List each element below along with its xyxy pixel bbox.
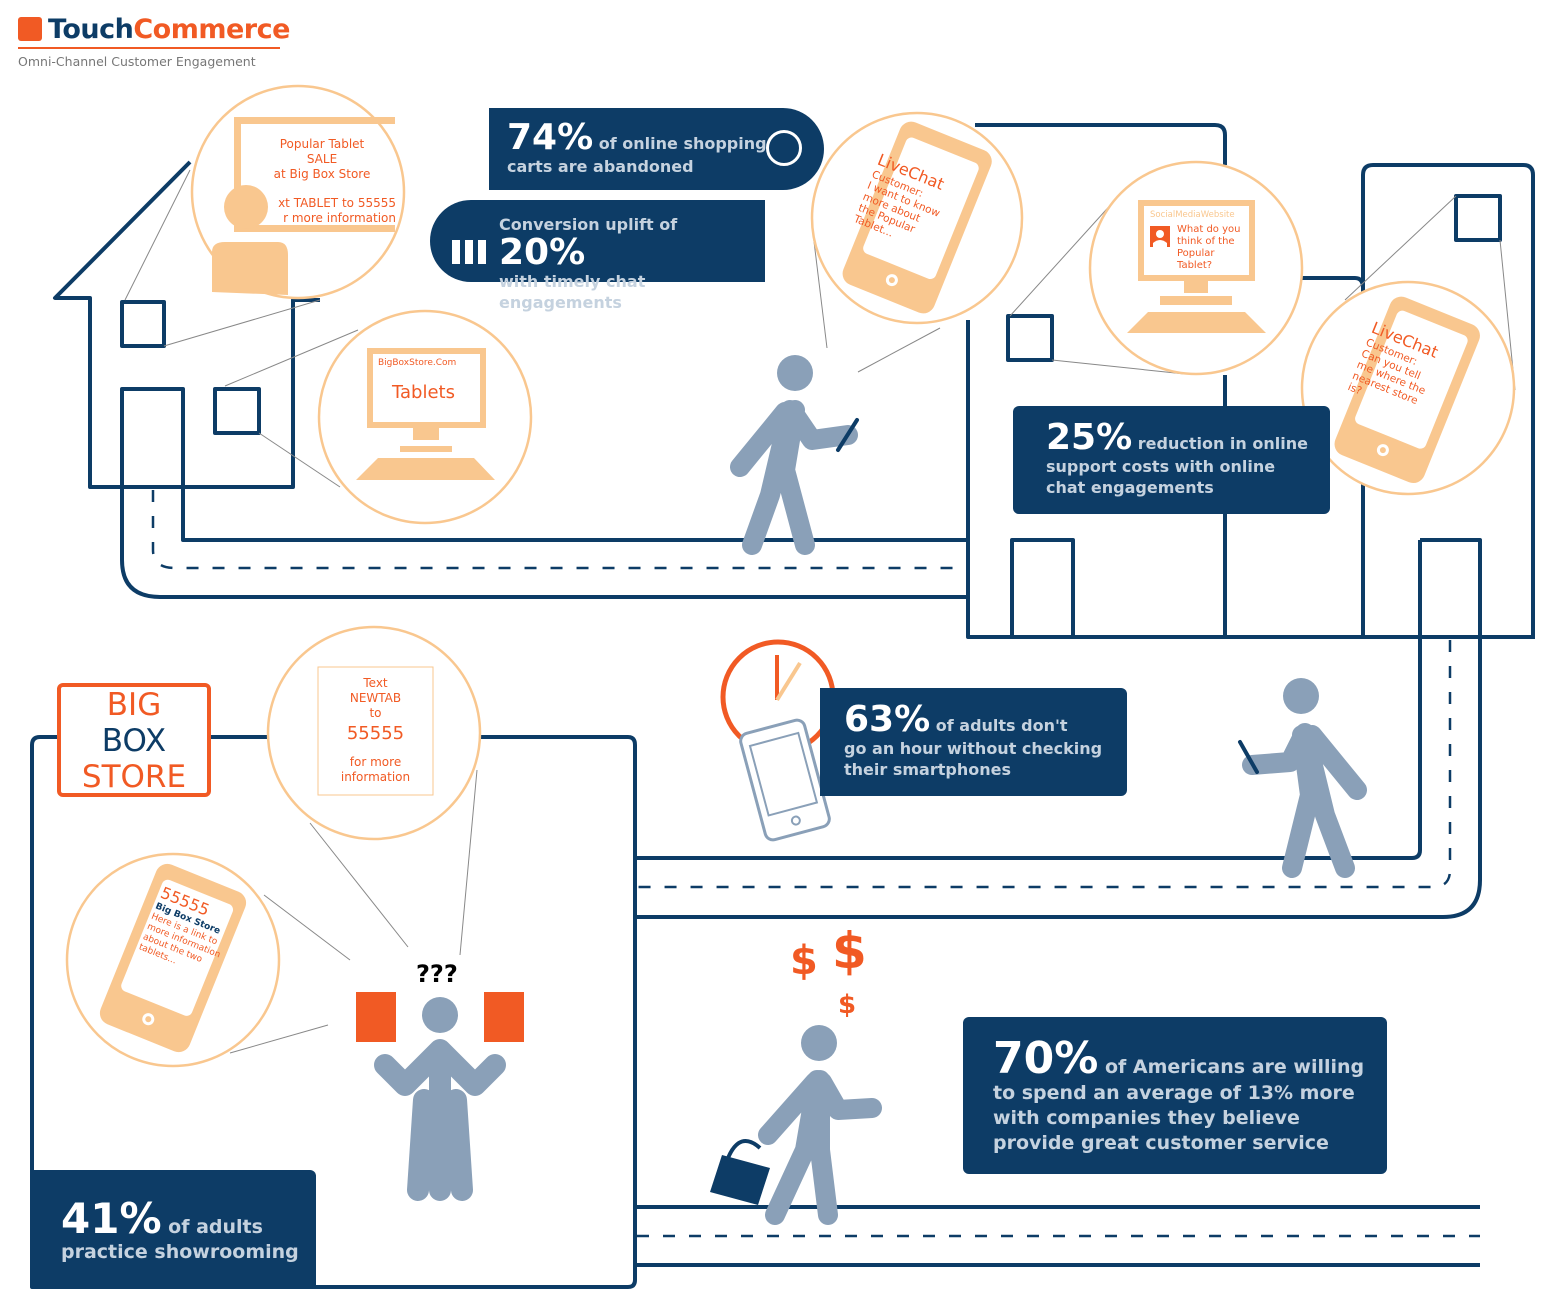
- person-shopping: [758, 1025, 882, 1225]
- right-door-road: [637, 538, 1482, 919]
- monitor-icon: [1127, 200, 1266, 333]
- right-building: [1361, 163, 1535, 637]
- middle-building: [966, 123, 1535, 639]
- cart-icon: [766, 130, 802, 166]
- phone-icon: [1334, 296, 1480, 484]
- person-walking-phone: [730, 355, 859, 555]
- monitor-icon: [356, 348, 495, 480]
- confused-marks: ???: [416, 960, 458, 988]
- social-site: SocialMediaWebsite: [1150, 210, 1235, 220]
- middle-door: [1010, 538, 1075, 637]
- tablet-left: [356, 992, 396, 1042]
- bar-chart-icon: [452, 240, 486, 264]
- sms-sign-frame: [317, 666, 434, 796]
- road-outer-top: [120, 487, 968, 599]
- house-outline: [53, 160, 320, 489]
- desktop-title: Tablets: [392, 382, 455, 403]
- phone-icon: [842, 121, 992, 314]
- stat-conversion: Conversion uplift of 20%with timely chat…: [430, 200, 765, 312]
- desktop-site: BigBoxStore.Com: [378, 358, 457, 368]
- dollar-icon: $: [832, 922, 867, 980]
- logo-mark-icon: [18, 17, 42, 41]
- road-dash-top: [151, 490, 968, 570]
- desktop-circle: [317, 309, 533, 525]
- logo: TouchCommerce Omni-Channel Customer Enga…: [18, 14, 290, 69]
- house-door-road: [120, 387, 968, 542]
- phone-icon: [99, 863, 247, 1053]
- right-window: [1454, 194, 1502, 242]
- dollar-icon: $: [790, 938, 818, 984]
- shopping-bag-icon: [710, 1138, 770, 1205]
- middle-window: [1006, 314, 1054, 362]
- logo-touch: Touch: [48, 14, 134, 45]
- sms-sign-circle: [266, 625, 482, 841]
- logo-commerce: Commerce: [133, 14, 290, 45]
- store-building: [30, 735, 637, 1289]
- viewer-head: [224, 185, 268, 229]
- tablet-right: [484, 992, 524, 1042]
- smartphone-icon: [739, 718, 831, 842]
- dollar-icon: $: [838, 990, 857, 1020]
- social-message: What do you think of the Popular Tablet?: [1177, 224, 1241, 271]
- road-dash-right: [637, 640, 1452, 889]
- person-confused: [374, 997, 506, 1201]
- avatar-icon: [1150, 226, 1170, 247]
- house-window: [213, 387, 261, 435]
- tagline: Omni-Channel Customer Engagement: [18, 54, 256, 69]
- person-walking-phone-right: [1238, 678, 1367, 878]
- house-window: [120, 300, 166, 348]
- viewer-body: [212, 242, 288, 295]
